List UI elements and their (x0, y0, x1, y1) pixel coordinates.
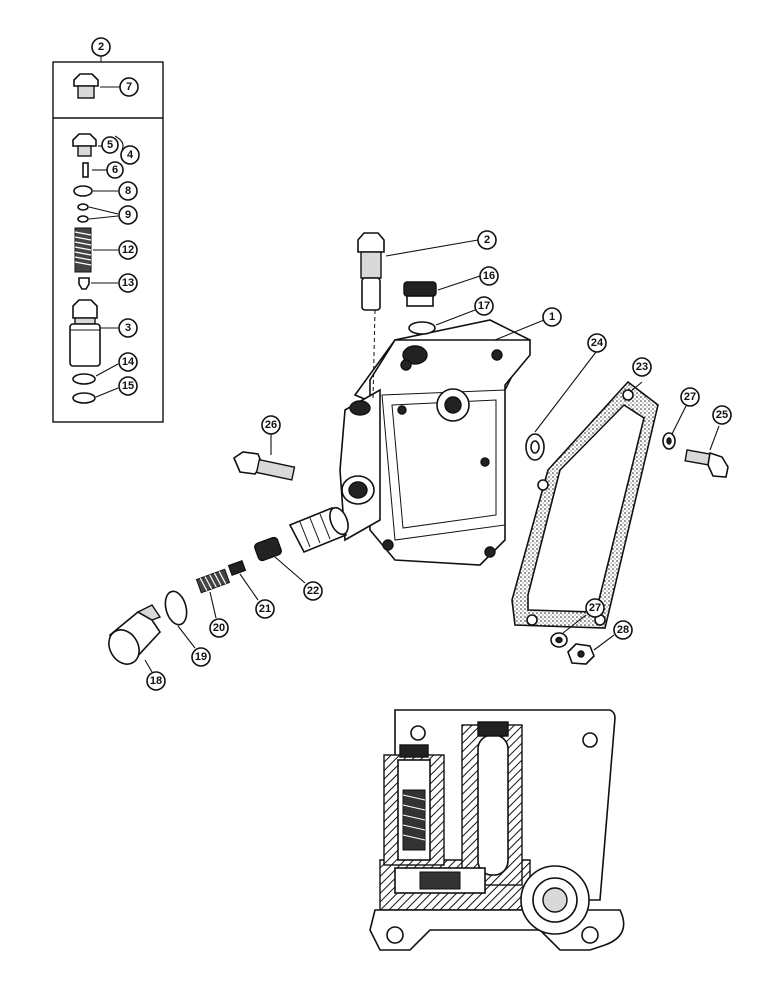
callout-16: 16 (479, 266, 499, 286)
plug-7-drawing (73, 73, 99, 99)
pin-6-drawing (82, 162, 89, 178)
callout-27-top: 27 (680, 387, 700, 407)
bolt-26-drawing (233, 451, 296, 481)
callout-5: 5 (101, 136, 119, 154)
valve-3-drawing (69, 299, 101, 367)
svg-text:25: 25 (716, 409, 728, 421)
callout-28: 28 (613, 620, 633, 640)
callout-7: 7 (119, 77, 139, 97)
ring-17-drawing (408, 321, 436, 335)
callout-2: 2 (477, 230, 497, 250)
svg-text:28: 28 (617, 624, 629, 636)
sleeve-22-drawing (288, 506, 349, 554)
callout-4: 4 (120, 145, 140, 165)
svg-text:24: 24 (591, 337, 604, 349)
svg-text:18: 18 (150, 675, 162, 687)
ring-8-drawing (73, 185, 93, 197)
o-ring-19-drawing (164, 590, 188, 626)
bolt-25-drawing (684, 449, 729, 478)
svg-text:6: 6 (112, 164, 118, 176)
svg-text:13: 13 (122, 277, 134, 289)
svg-text:16: 16 (483, 270, 495, 282)
inset-panel (52, 55, 164, 423)
cutaway-section-drawing (369, 709, 625, 951)
callout-inset-2: 2 (91, 37, 111, 57)
callout-26: 26 (261, 415, 281, 435)
callout-13: 13 (118, 273, 138, 293)
callout-22: 22 (303, 581, 323, 601)
gasket-23-drawing (511, 380, 659, 629)
callout-24: 24 (587, 333, 607, 353)
spool-22-inner-drawing (254, 536, 282, 562)
callout-19: 19 (191, 647, 211, 667)
svg-text:26: 26 (265, 419, 277, 431)
plug-5-drawing (72, 133, 97, 157)
svg-text:7: 7 (126, 81, 132, 93)
callout-25: 25 (712, 405, 732, 425)
svg-text:8: 8 (125, 185, 131, 197)
svg-text:20: 20 (213, 622, 225, 634)
plug-18-drawing (108, 604, 162, 665)
svg-text:5: 5 (107, 139, 113, 151)
callout-9: 9 (118, 205, 138, 225)
svg-text:17: 17 (478, 300, 490, 312)
svg-text:3: 3 (125, 322, 131, 334)
callout-15: 15 (118, 376, 138, 396)
svg-text:12: 12 (122, 244, 134, 256)
svg-text:2: 2 (98, 41, 104, 53)
svg-text:15: 15 (122, 380, 134, 392)
spring-20-drawing (195, 568, 231, 594)
svg-text:19: 19 (195, 651, 207, 663)
svg-text:23: 23 (636, 361, 648, 373)
callout-1: 1 (542, 307, 562, 327)
svg-text:22: 22 (307, 585, 319, 597)
svg-text:14: 14 (122, 356, 135, 368)
svg-text:21: 21 (259, 603, 271, 615)
svg-text:2: 2 (484, 234, 490, 246)
svg-text:27: 27 (589, 602, 601, 614)
callout-23: 23 (632, 357, 652, 377)
spring-12-drawing (74, 227, 92, 273)
plug-16-drawing (403, 281, 437, 307)
valve-2-drawing (357, 232, 385, 311)
callout-27-bottom: 27 (585, 598, 605, 618)
nut-28-drawing (567, 643, 595, 665)
valve-body-1-drawing (339, 309, 532, 566)
callout-14: 14 (118, 352, 138, 372)
poppet-13-drawing (78, 277, 90, 290)
callout-8: 8 (118, 181, 138, 201)
callout-18: 18 (146, 671, 166, 691)
callout-6: 6 (106, 161, 124, 179)
callout-3: 3 (118, 318, 138, 338)
svg-text:27: 27 (684, 391, 696, 403)
callout-21: 21 (255, 599, 275, 619)
callout-20: 20 (209, 618, 229, 638)
svg-text:9: 9 (125, 209, 131, 221)
callout-12: 12 (118, 240, 138, 260)
svg-text:4: 4 (127, 149, 134, 161)
svg-text:1: 1 (549, 311, 555, 323)
callout-17: 17 (474, 296, 494, 316)
poppet-21-drawing (227, 560, 247, 576)
